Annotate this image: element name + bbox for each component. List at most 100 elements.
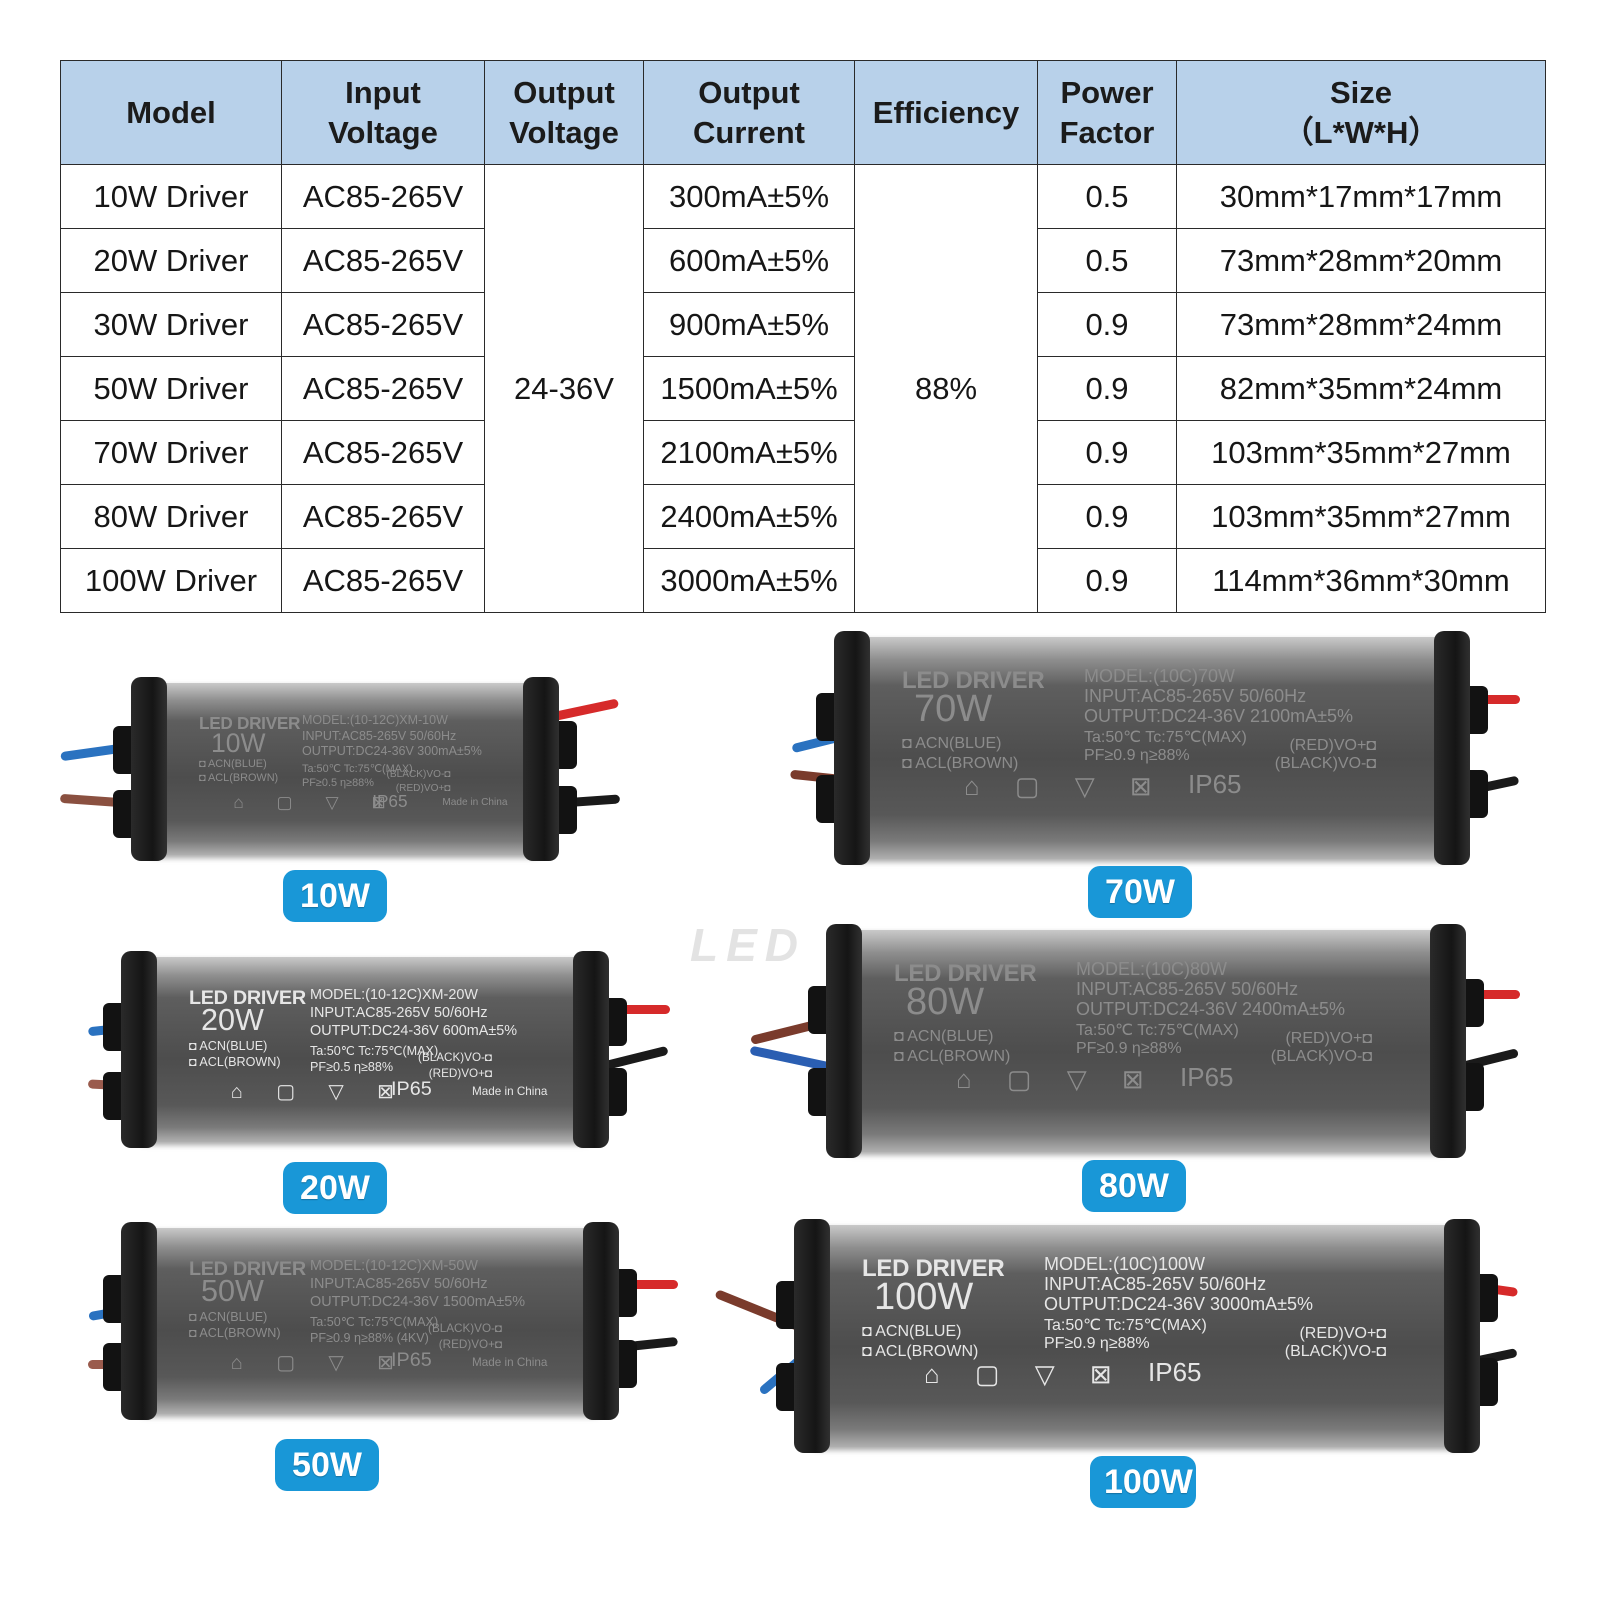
wattage-label: 50W — [201, 1274, 264, 1309]
cell-power-factor: 0.9 — [1037, 484, 1177, 549]
acl-label: ◘ ACL(BROWN) — [199, 771, 279, 784]
model-text: MODEL:(10-12C)XM-50W — [310, 1258, 478, 1275]
pf-text: PF≥0.9 η≥88% — [1044, 1335, 1150, 1352]
wattage-badge-70w: 70W — [1088, 866, 1192, 918]
model-text: MODEL:(10C)80W — [1076, 959, 1228, 979]
temp-text: Ta:50℃ Tc:75℃(MAX) — [1084, 729, 1247, 746]
driver-heading: LED DRIVER — [894, 960, 1037, 987]
cell-size: 82mm*35mm*24mm — [1176, 356, 1546, 421]
certification-icons: ⌂ ▢ ▽ ⊠ — [233, 792, 400, 813]
cell-efficiency: 88% — [854, 164, 1038, 613]
certification-icons: ⌂ ▢ ▽ ⊠ — [230, 1080, 408, 1103]
cell-model: 70W Driver — [60, 420, 282, 485]
pf-text: PF≥0.5 η≥88% — [310, 1060, 394, 1075]
made-in-china-label: Made in China — [442, 797, 508, 809]
output-wire-label-2: (BLACK)VO-◘ — [1270, 1048, 1372, 1065]
output-text: OUTPUT:DC24-36V 300mA±5% — [302, 744, 482, 759]
end-cap — [131, 677, 167, 861]
cell-power-factor: 0.9 — [1037, 420, 1177, 485]
cell-input-voltage: AC85-265V — [281, 164, 485, 229]
end-cap — [1434, 631, 1470, 865]
header-size: Size（L*W*H） — [1176, 60, 1546, 165]
acn-label: ◘ ACN(BLUE) — [894, 1028, 994, 1045]
made-in-china-label: Made in China — [472, 1356, 548, 1370]
cell-input-voltage: AC85-265V — [281, 356, 485, 421]
wattage-badge-100w: 100W — [1090, 1456, 1196, 1508]
wattage-badge-80w: 80W — [1082, 1160, 1186, 1212]
input-text: INPUT:AC85-265V 50/60Hz — [310, 1276, 488, 1293]
ip65-label: IP65 — [372, 790, 408, 811]
cell-model: 30W Driver — [60, 292, 282, 357]
ip65-label: IP65 — [391, 1078, 432, 1100]
cell-power-factor: 0.5 — [1037, 228, 1177, 293]
acl-label: ◘ ACL(BROWN) — [902, 755, 1019, 772]
cell-model: 20W Driver — [60, 228, 282, 293]
acn-label: ◘ ACN(BLUE) — [189, 1038, 268, 1053]
end-cap — [1444, 1219, 1480, 1453]
input-text: INPUT:AC85-265V 50/60Hz — [310, 1005, 488, 1022]
acn-label: ◘ ACN(BLUE) — [902, 735, 1002, 752]
ip65-label: IP65 — [1188, 769, 1242, 799]
wattage-label: 10W — [211, 728, 266, 759]
watermark: LED — [690, 919, 806, 971]
cell-output-current: 900mA±5% — [643, 292, 855, 357]
output-text: OUTPUT:DC24-36V 2100mA±5% — [1084, 706, 1353, 726]
output-wire-label-2: (BLACK)VO-◘ — [1274, 755, 1376, 772]
pf-text: PF≥0.9 η≥88% — [1084, 747, 1190, 764]
certification-icons: ⌂ ▢ ▽ ⊠ — [956, 1064, 1158, 1094]
output-wire-label-2: (RED)VO+◘ — [395, 782, 451, 794]
made-in-china-label: Made in China — [472, 1085, 548, 1099]
acn-label: ◘ ACN(BLUE) — [199, 757, 267, 770]
end-cap — [121, 951, 157, 1148]
ip65-label: IP65 — [391, 1349, 432, 1371]
cell-size: 103mm*35mm*27mm — [1176, 420, 1546, 485]
acn-label: ◘ ACN(BLUE) — [862, 1323, 962, 1340]
end-cap — [794, 1219, 830, 1453]
driver-heading: LED DRIVER — [862, 1255, 1005, 1282]
cell-input-voltage: AC85-265V — [281, 228, 485, 293]
output-wire-label-1: (BLACK)VO-◘ — [386, 768, 451, 780]
input-text: INPUT:AC85-265V 50/60Hz — [1084, 686, 1307, 706]
wattage-badge-20w: 20W — [283, 1162, 387, 1214]
output-text: OUTPUT:DC24-36V 1500mA±5% — [310, 1294, 526, 1311]
model-text: MODEL:(10-12C)XM-10W — [302, 713, 448, 728]
output-text: OUTPUT:DC24-36V 2400mA±5% — [1076, 999, 1345, 1019]
end-cap — [573, 951, 609, 1148]
cell-size: 73mm*28mm*24mm — [1176, 292, 1546, 357]
model-text: MODEL:(10-12C)XM-20W — [310, 987, 478, 1004]
cell-model: 100W Driver — [60, 548, 282, 613]
cell-output-current: 2400mA±5% — [643, 484, 855, 549]
temp-text: Ta:50℃ Tc:75℃(MAX) — [310, 1044, 439, 1058]
cell-output-current: 3000mA±5% — [643, 548, 855, 613]
temp-text: Ta:50℃ Tc:75℃(MAX) — [302, 762, 413, 775]
cell-power-factor: 0.9 — [1037, 356, 1177, 421]
cell-size: 103mm*35mm*27mm — [1176, 484, 1546, 549]
end-cap — [121, 1222, 157, 1420]
input-text: INPUT:AC85-265V 50/60Hz — [1044, 1274, 1267, 1294]
cell-input-voltage: AC85-265V — [281, 420, 485, 485]
wattage-badge-50w: 50W — [275, 1439, 379, 1491]
ip65-label: IP65 — [1148, 1357, 1202, 1387]
header-model: Model — [60, 60, 282, 165]
temp-text: Ta:50℃ Tc:75℃(MAX) — [1076, 1022, 1239, 1039]
cell-output-current: 1500mA±5% — [643, 356, 855, 421]
output-wire-label-2: (RED)VO+◘ — [428, 1067, 492, 1081]
cell-size: 30mm*17mm*17mm — [1176, 164, 1546, 229]
pf-text: PF≥0.9 η≥88% (4KV) — [310, 1331, 429, 1346]
end-cap — [523, 677, 559, 861]
acl-label: ◘ ACL(BROWN) — [894, 1048, 1011, 1065]
model-text: MODEL:(10C)70W — [1084, 666, 1236, 686]
end-cap — [583, 1222, 619, 1420]
